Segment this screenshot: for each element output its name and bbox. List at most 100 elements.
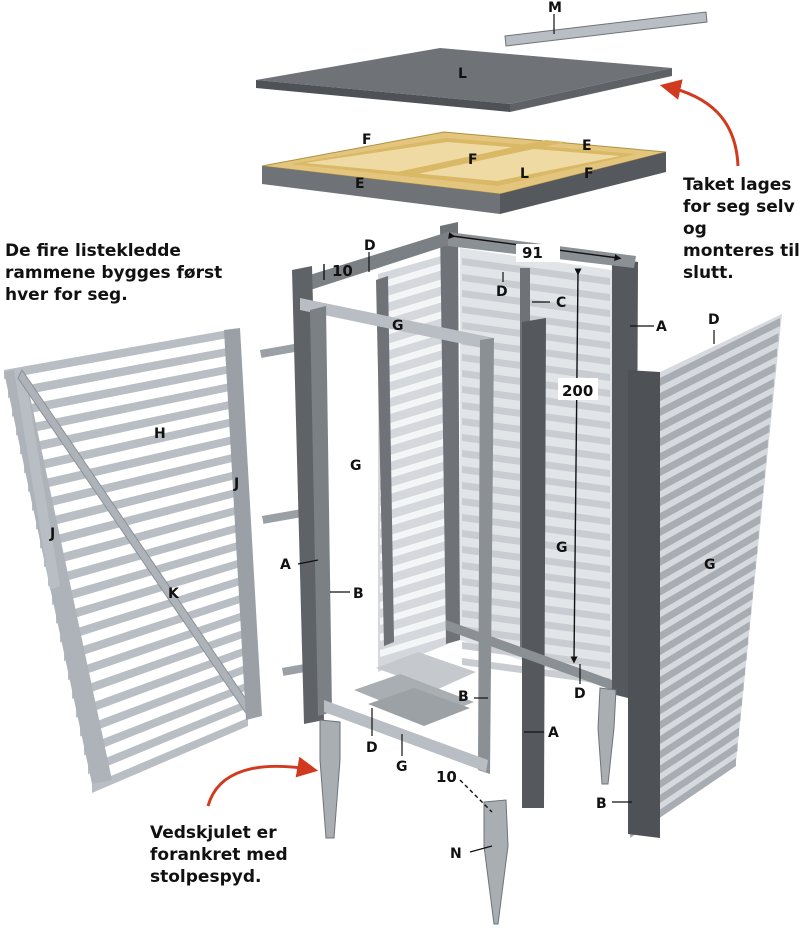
side-slat [638, 636, 749, 714]
label-d4: D [574, 686, 586, 702]
roof-strip-m [504, 11, 708, 47]
label-k: K [168, 586, 180, 602]
label-e2: E [355, 176, 365, 192]
door-slat [88, 700, 248, 775]
back-slat [380, 374, 446, 401]
door-slat [76, 647, 245, 718]
dimensions [323, 232, 622, 813]
label-m: M [548, 0, 562, 16]
side-slat [660, 318, 780, 386]
stakes [319, 687, 617, 925]
door-slat [60, 576, 241, 643]
door-slat [4, 330, 228, 379]
side-slat [650, 454, 767, 527]
roof-sheet-l [256, 48, 672, 112]
back-slat [380, 518, 446, 545]
label-l-frame: L [520, 166, 529, 182]
label-a2: A [280, 557, 291, 573]
back-slat [380, 582, 446, 609]
label-g5: G [396, 759, 408, 775]
label-f2: F [468, 152, 478, 168]
back-slat [380, 438, 446, 465]
side-slat [657, 348, 777, 418]
leader-lines [297, 14, 715, 853]
part-labels: M L F E F L F E D D C A D G H G J J G G … [49, 0, 720, 862]
side-slat [649, 469, 765, 542]
side-slat [651, 439, 768, 511]
back-slat [380, 294, 446, 321]
back-slat [380, 358, 446, 385]
back-slat [380, 278, 446, 305]
side-slat [647, 500, 762, 574]
label-a1: A [656, 319, 667, 335]
back-slat [380, 486, 446, 513]
label-g2: G [350, 458, 362, 474]
back-slat [380, 342, 446, 369]
back-slat [380, 598, 446, 625]
side-slat [656, 363, 776, 433]
label-f1: F [362, 132, 372, 148]
label-h: H [154, 426, 166, 442]
side-slat [635, 682, 744, 761]
side-slat [639, 621, 750, 698]
back-slat [380, 262, 446, 289]
side-slat [642, 575, 755, 651]
label-e1: E [582, 138, 592, 154]
label-j2: J [49, 526, 55, 542]
door-panel [4, 328, 262, 793]
side-slat [644, 545, 758, 620]
label-b2: B [458, 689, 469, 705]
dim-bottom-gap: 10 [436, 768, 457, 786]
side-panel [628, 314, 782, 838]
back-slat [380, 534, 446, 561]
label-b3: B [596, 796, 607, 812]
back-slat [380, 390, 446, 417]
caption-intro: De fire listekledde rammene bygges først… [5, 241, 223, 305]
door-slat [32, 453, 235, 511]
door-slat [80, 665, 246, 737]
dim-height: 200 [562, 382, 593, 400]
caption-roof: Taket lages for seg selv og monteres til… [683, 175, 800, 283]
door-slat [44, 506, 238, 568]
side-slat [634, 697, 743, 776]
back-slat [380, 630, 446, 657]
side-slat [653, 409, 771, 480]
side-slat [655, 378, 774, 449]
label-l-top: L [458, 66, 467, 82]
label-d3: D [708, 312, 720, 328]
label-d1: D [364, 238, 376, 254]
side-slat [637, 651, 747, 729]
door-slat [12, 365, 230, 417]
label-d2: D [496, 284, 508, 300]
door-slat [8, 347, 229, 398]
door-slat [16, 382, 231, 436]
side-slat [652, 424, 770, 496]
back-slat [380, 502, 446, 529]
label-a3: A [548, 725, 559, 741]
back-slat [380, 470, 446, 497]
door-slat [36, 471, 236, 530]
side-slat [645, 530, 759, 605]
back-slat [380, 454, 446, 481]
dim-width: 91 [522, 244, 543, 262]
roof-frame [261, 131, 667, 214]
back-slat [380, 566, 446, 593]
door-slat [56, 559, 240, 624]
back-slat [380, 422, 446, 449]
door-slat [52, 541, 239, 605]
side-slat [640, 606, 752, 683]
floor-boards [354, 652, 476, 726]
shed-frame [292, 222, 638, 808]
label-f3: F [584, 166, 594, 182]
label-d5: D [366, 740, 378, 756]
door-slat [84, 682, 247, 756]
side-slat [646, 515, 761, 589]
callout-arrows [206, 79, 740, 807]
label-g3: G [556, 540, 568, 556]
side-slat [648, 484, 764, 558]
side-slat [636, 666, 746, 745]
dim-top-gap: 10 [332, 262, 353, 280]
label-j1: J [233, 476, 239, 492]
side-slat [654, 393, 773, 464]
back-slat [380, 406, 446, 433]
